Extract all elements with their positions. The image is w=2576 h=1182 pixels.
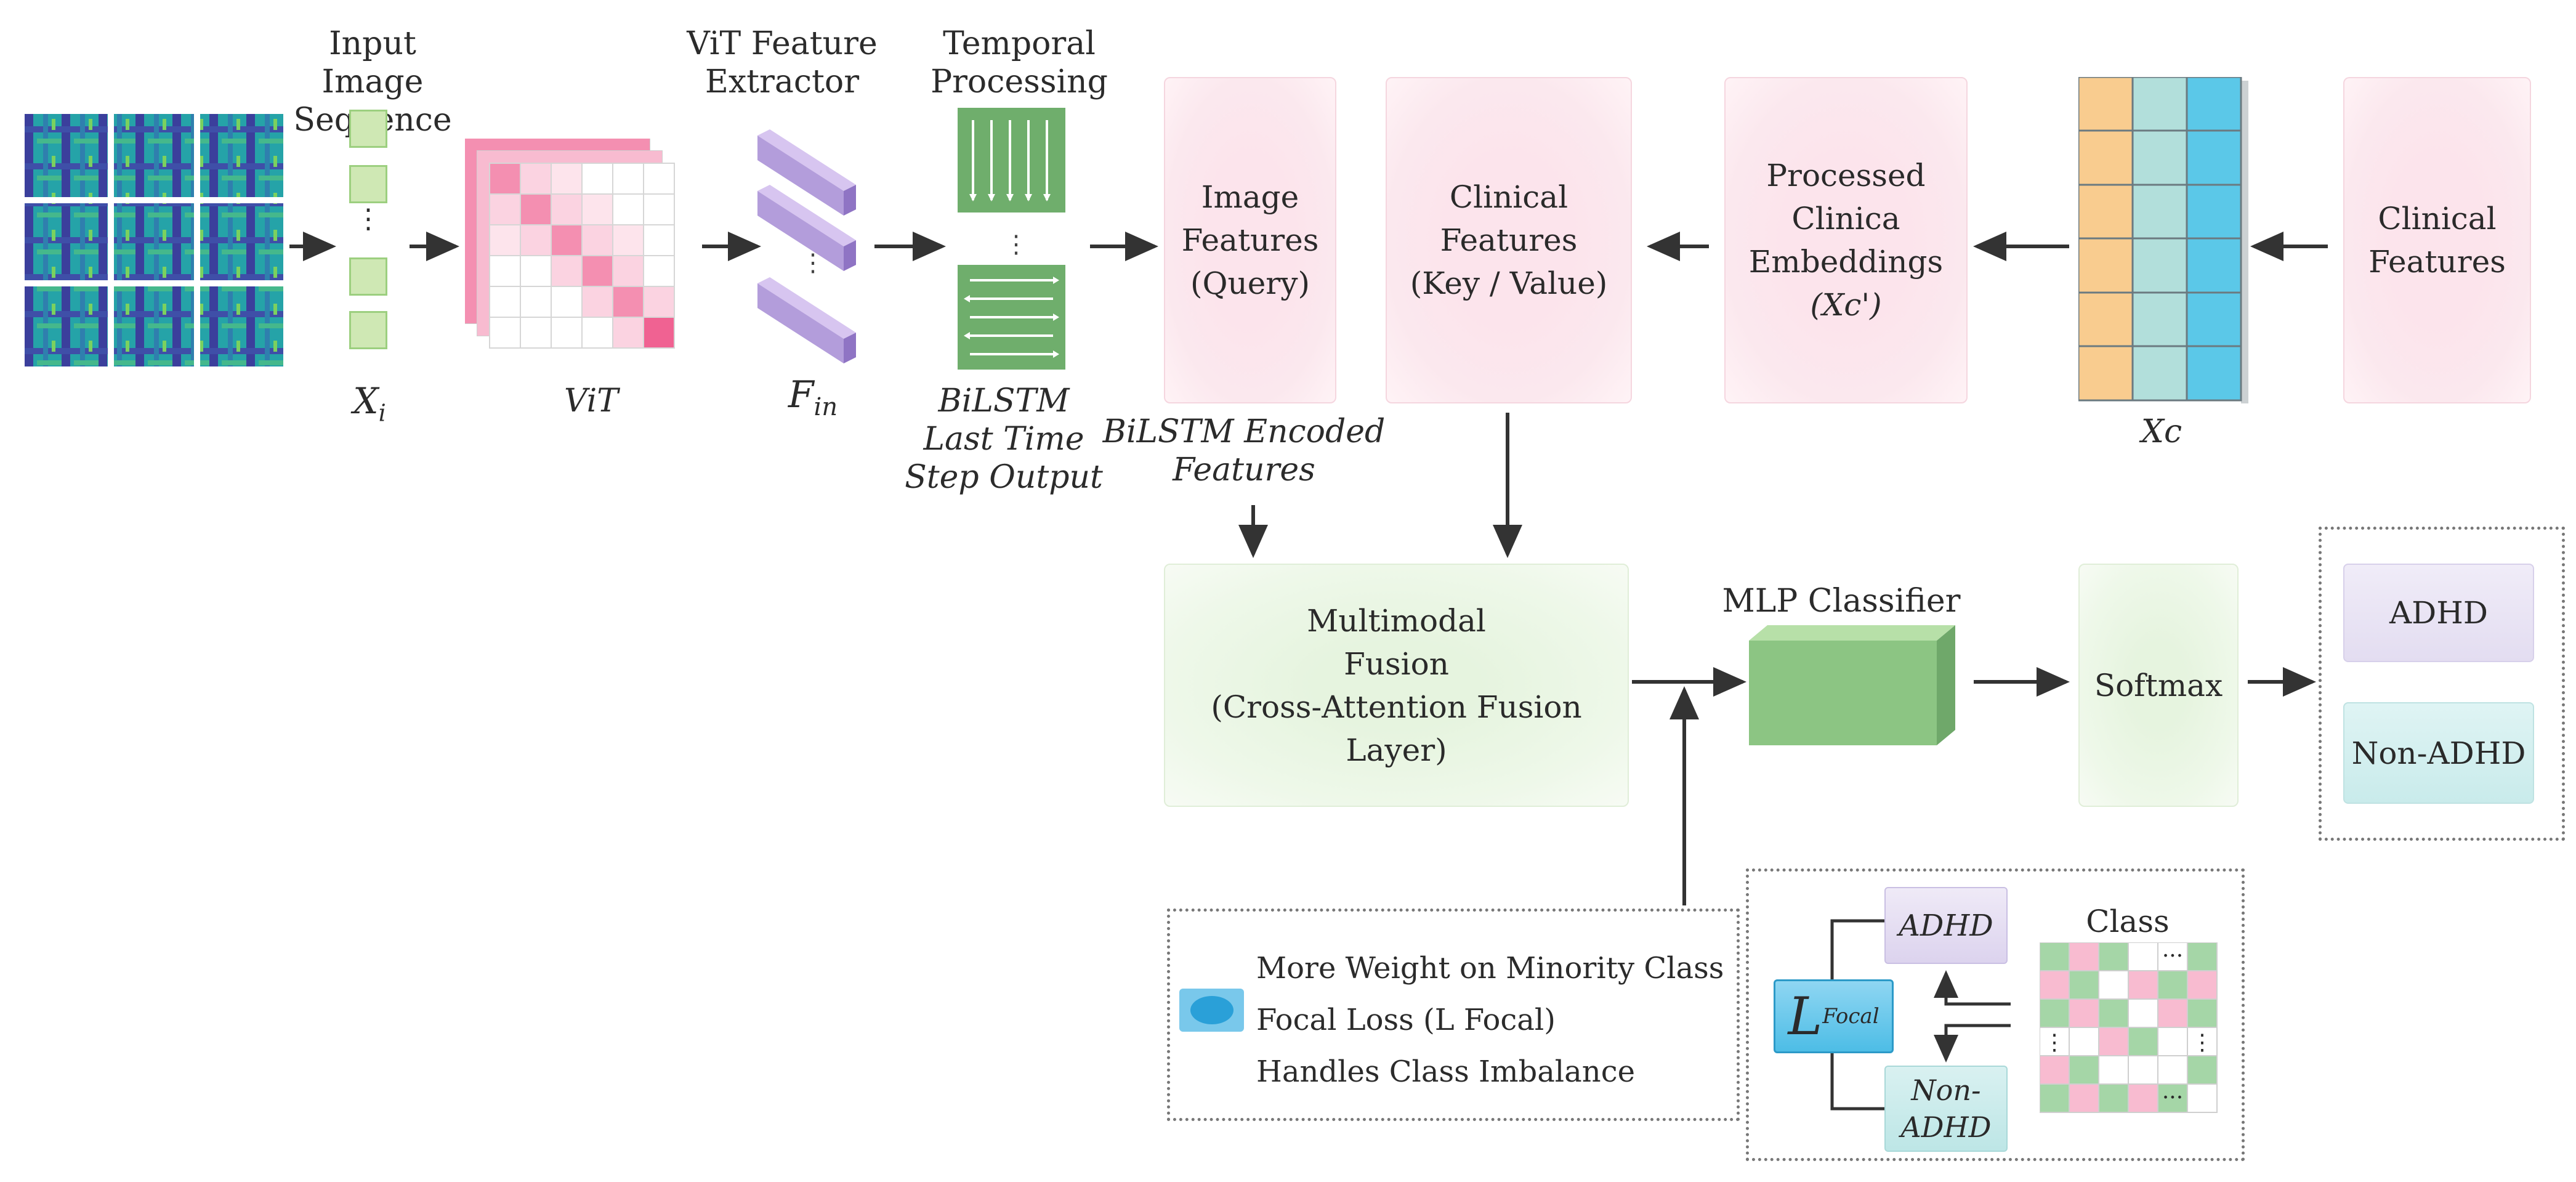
loss-line-1: More Weight on Minority Class bbox=[1256, 951, 1724, 986]
temporal-title: Temporal Processing bbox=[931, 25, 1108, 100]
output-non-adhd-text: Non-ADHD bbox=[2351, 735, 2526, 771]
processed-embeddings-box: Processed Clinica Embeddings (Xc') bbox=[1724, 77, 1968, 403]
sequence-frame-1 bbox=[349, 110, 387, 148]
multimodal-fusion-box: Multimodal Fusion (Cross-Attention Fusio… bbox=[1164, 564, 1629, 807]
extractor-block-2 bbox=[757, 185, 856, 271]
temporal-block-bottom bbox=[958, 265, 1065, 370]
output-adhd-text: ADHD bbox=[2389, 595, 2488, 631]
extractor-blocks: ⋮ bbox=[757, 129, 856, 363]
loss-legend-panel bbox=[1167, 909, 1740, 1121]
mlp-classifier-title: MLP Classifier bbox=[1722, 583, 1961, 620]
clinical-kv-text: Clinical Features (Key / Value) bbox=[1410, 179, 1608, 301]
input-symbol-sub: i bbox=[378, 399, 386, 427]
class-contrast-grid bbox=[2040, 942, 2218, 1113]
input-heatmap bbox=[25, 114, 283, 366]
extractor-symbol: Fin bbox=[770, 376, 856, 426]
image-features-text: Image Features (Query) bbox=[1181, 179, 1319, 301]
connector-grid-to-adhd bbox=[1934, 970, 2011, 1006]
extractor-title: ViT Feature Extractor bbox=[687, 25, 878, 100]
output-non-adhd-box: Non-ADHD bbox=[2343, 702, 2534, 804]
encoded-features-label: BiLSTM Encoded Features bbox=[1102, 413, 1386, 488]
clinical-features-box: Clinical Features bbox=[2343, 77, 2531, 403]
xc-embedding-table bbox=[2078, 77, 2248, 403]
bilstm-label: BiLSTM Last Time Step Output bbox=[905, 383, 1103, 496]
processed-embeddings-text: Processed Clinica Embeddings bbox=[1748, 158, 1944, 280]
lfocal-subscript: Focal bbox=[1822, 1004, 1880, 1029]
temporal-block-top bbox=[958, 108, 1065, 213]
input-symbol-text: X bbox=[353, 380, 379, 422]
focal-loss-swatch-blob bbox=[1190, 996, 1233, 1024]
sequence-frame-3 bbox=[349, 257, 387, 296]
vit-label: ViT bbox=[564, 383, 618, 419]
image-features-box: Image Features (Query) bbox=[1164, 77, 1336, 403]
xc-label: Xc bbox=[2141, 413, 2182, 450]
extractor-symbol-text: F bbox=[788, 373, 814, 416]
input-sequence-title: Input Image Sequence bbox=[293, 25, 451, 139]
input-symbol: Xi bbox=[339, 382, 400, 432]
temporal-blocks: ⋮ bbox=[958, 108, 1065, 370]
contrast-adhd-box: ADHD bbox=[1884, 887, 2008, 964]
contrast-adhd-text: ADHD bbox=[1899, 908, 1993, 943]
loss-line-3: Handles Class Imbalance bbox=[1256, 1054, 1635, 1089]
contrast-grid-dots-left: ⋮ bbox=[2043, 1030, 2065, 1055]
connector-lfocal-to-adhd bbox=[1830, 919, 1884, 986]
contrast-non-adhd-box: Non- ADHD bbox=[1884, 1066, 2008, 1152]
svg-text:⋮: ⋮ bbox=[801, 249, 825, 277]
contrast-grid-dots-top: ··· bbox=[2162, 944, 2184, 969]
mlp-classifier-block bbox=[1749, 625, 1955, 745]
output-adhd-box: ADHD bbox=[2343, 564, 2534, 662]
connector-grid-to-nonadhd bbox=[1934, 1024, 2011, 1063]
loss-line-2: Focal Loss (L Focal) bbox=[1256, 1003, 1556, 1037]
clinical-features-text: Clinical Features bbox=[2368, 201, 2506, 280]
lfocal-symbol: L bbox=[1788, 986, 1823, 1046]
vit-matrix-stack bbox=[465, 139, 675, 349]
output-classes-panel bbox=[2319, 527, 2565, 841]
svg-text:⋮: ⋮ bbox=[1004, 230, 1028, 259]
connector-lfocal-to-nonadhd bbox=[1830, 1047, 1884, 1111]
extractor-block-3 bbox=[757, 277, 856, 363]
softmax-text: Softmax bbox=[2094, 667, 2223, 703]
contrast-non-adhd-text: Non- ADHD bbox=[1900, 1074, 1992, 1144]
class-contrast-panel bbox=[1746, 868, 2245, 1161]
extractor-symbol-sub: in bbox=[814, 393, 838, 421]
focal-loss-swatch bbox=[1179, 989, 1244, 1032]
multimodal-fusion-text: Multimodal Fusion (Cross-Attention Fusio… bbox=[1211, 602, 1582, 768]
vit-matrix-cells bbox=[490, 163, 674, 348]
sequence-frame-4 bbox=[349, 311, 387, 349]
contrast-grid-dots-bottom: ··· bbox=[2162, 1085, 2184, 1111]
sequence-ellipsis: ⋮ bbox=[355, 203, 382, 235]
clinical-kv-box: Clinical Features (Key / Value) bbox=[1386, 77, 1632, 403]
sequence-frame-2 bbox=[349, 165, 387, 203]
contrast-grid-dots-right: ⋮ bbox=[2191, 1030, 2213, 1055]
processed-embeddings-symbol: (Xc') bbox=[1810, 287, 1882, 323]
extractor-block-1 bbox=[757, 129, 856, 216]
softmax-box: Softmax bbox=[2078, 564, 2239, 807]
